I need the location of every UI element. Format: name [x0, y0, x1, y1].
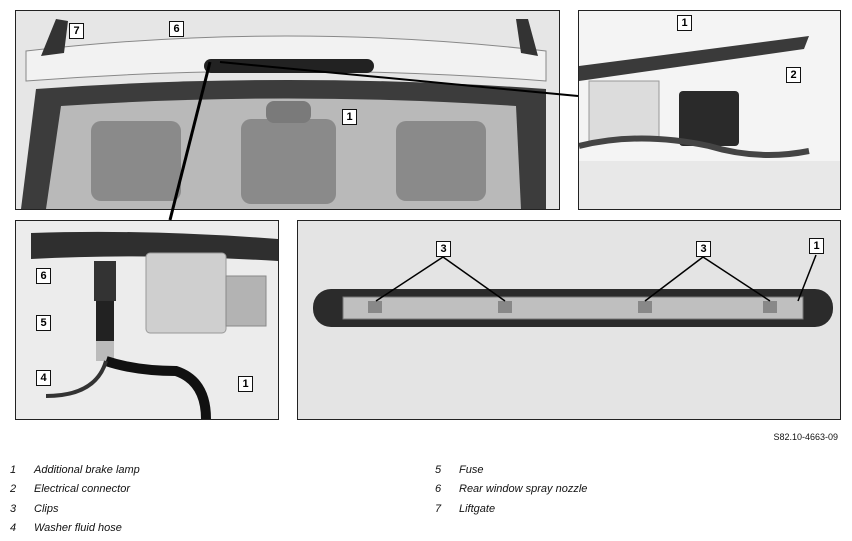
figure-reference: S82.10-4663-09 — [773, 432, 838, 442]
callout-brake-lamp: 1 — [809, 238, 824, 254]
connector-illustration — [579, 11, 840, 209]
legend: 1 Additional brake lamp 2 Electrical con… — [10, 464, 588, 534]
callout-spray-nozzle: 6 — [36, 268, 51, 284]
callout-electrical-connector: 2 — [786, 67, 801, 83]
callout-clips-left: 3 — [436, 241, 451, 257]
connector-detail-panel: 1 2 — [578, 10, 841, 210]
callout-fuse: 5 — [36, 315, 51, 331]
nozzle-illustration — [16, 221, 278, 419]
callout-clips-right: 3 — [696, 241, 711, 257]
lamp-clips-illustration — [298, 221, 840, 419]
callout-washer-hose: 4 — [36, 370, 51, 386]
clips-detail-panel: 3 3 1 — [297, 220, 841, 420]
callout-brake-lamp: 1 — [677, 15, 692, 31]
liftgate-photo-panel: 7 6 1 — [15, 10, 560, 210]
callout-spray-nozzle: 6 — [169, 21, 184, 37]
callout-liftgate: 7 — [69, 23, 84, 39]
liftgate-illustration — [16, 11, 559, 209]
callout-brake-lamp: 1 — [342, 109, 357, 125]
callout-brake-lamp: 1 — [238, 376, 253, 392]
nozzle-detail-panel: 6 5 4 1 — [15, 220, 279, 420]
